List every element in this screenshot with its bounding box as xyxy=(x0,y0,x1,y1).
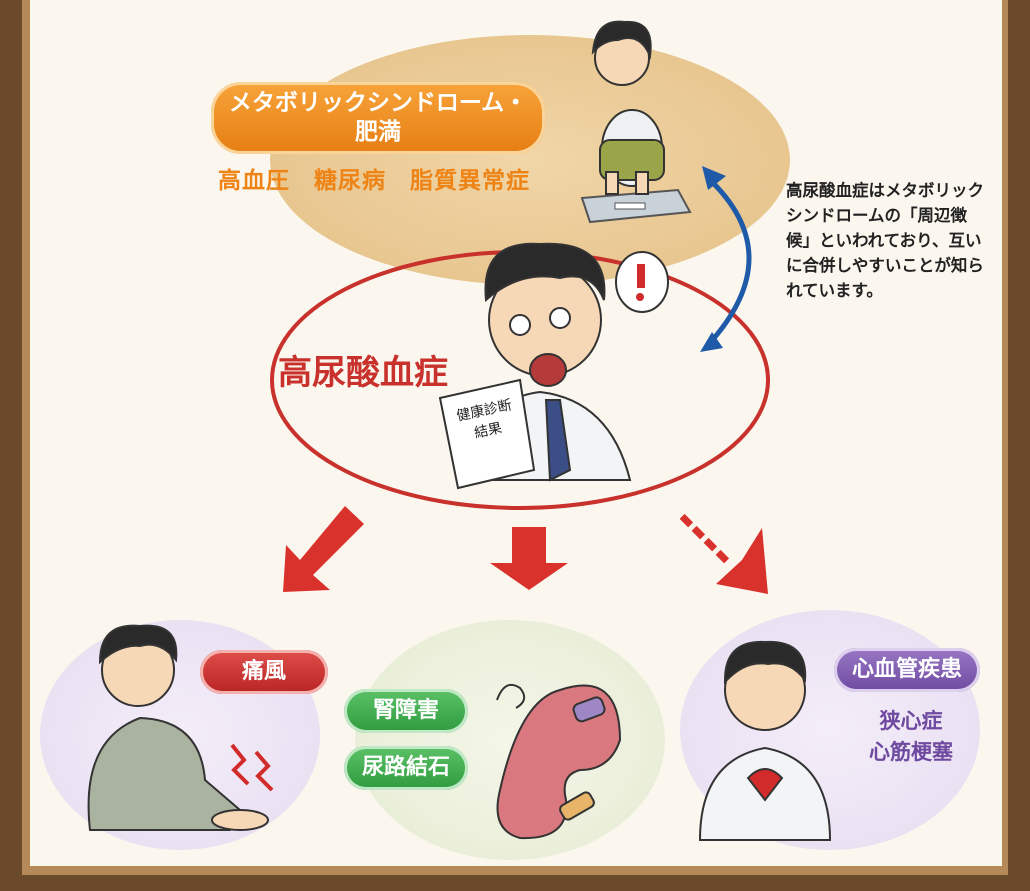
swirl-icon xyxy=(496,684,526,709)
gout-man-icon xyxy=(87,624,269,831)
arrow-to-kidney xyxy=(490,527,568,590)
hyperuricemia-title: 高尿酸血症 xyxy=(278,353,448,393)
kidney-label: 腎障害 xyxy=(344,689,468,733)
arrow-head-bottom xyxy=(700,332,723,352)
metabolic-diseases: 高血圧 糖尿病 脂質異常症 xyxy=(218,168,530,194)
cardio-items: 狭心症 心筋梗塞 xyxy=(869,709,953,764)
pain-zigzag-icon xyxy=(230,743,274,792)
stones-label: 尿路結石 xyxy=(344,746,468,790)
bidirectional-arrow xyxy=(705,175,752,348)
gout-label: 痛風 xyxy=(200,650,328,694)
relationship-note: 高尿酸血症はメタボリックシンドロームの「周辺徴候」といわれており、互いに合併しや… xyxy=(786,181,984,300)
exclamation-bubble-icon xyxy=(615,251,669,313)
metabolic-label: メタボリックシンドローム・ 肥満 xyxy=(211,82,545,154)
arrow-head-top xyxy=(702,166,726,190)
chest-pain-man-icon xyxy=(698,640,832,841)
standing-man-icon xyxy=(591,20,665,195)
cardio-label: 心血管疾患 xyxy=(834,648,980,692)
kidney-icon xyxy=(496,684,622,840)
checkup-sheet xyxy=(438,378,536,490)
arrow-to-gout xyxy=(283,506,364,592)
arrow-to-cardio xyxy=(679,513,768,594)
